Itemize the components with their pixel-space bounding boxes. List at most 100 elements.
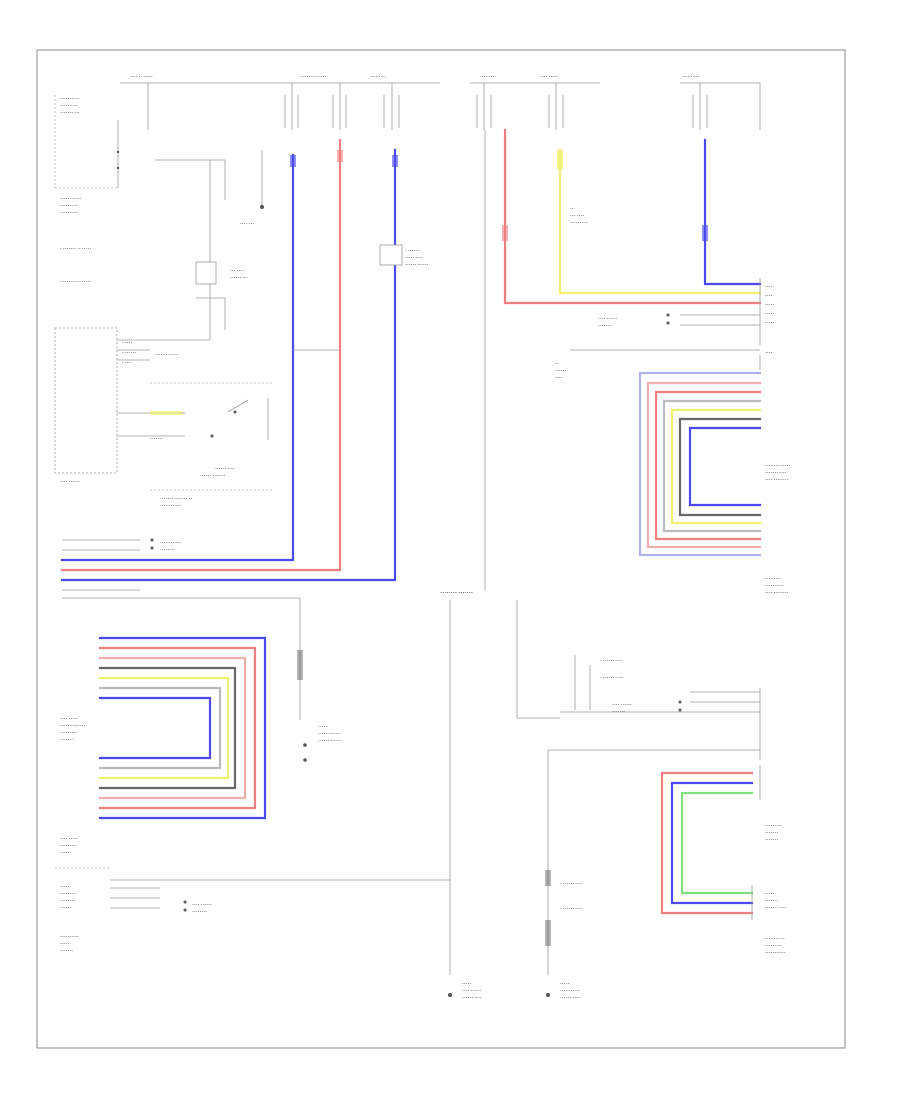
svg-text:•••••: ••••• bbox=[60, 885, 70, 889]
svg-text:•••••• •••: •••••• ••• bbox=[570, 221, 588, 225]
svg-text:•••••: ••••• bbox=[60, 851, 70, 855]
svg-text:•••• ••••: •••• •••• bbox=[765, 577, 781, 581]
svg-text:••••••: •••••• bbox=[555, 369, 566, 373]
svg-text:•••• ••••••: •••• •••••• bbox=[192, 903, 212, 907]
svg-text:•••••••: ••••••• bbox=[612, 710, 625, 714]
svg-text:•••••: ••••• bbox=[60, 942, 70, 946]
svg-text:•••••• •••••••: •••••• ••••••• bbox=[200, 474, 226, 478]
svg-text:••••••• ••: ••••••• •• bbox=[60, 204, 78, 208]
svg-text:••• ••••: ••• •••• bbox=[570, 214, 584, 218]
svg-text:•••• •••••••••: •••• ••••••••• bbox=[765, 464, 791, 468]
svg-text:••••• ••••: ••••• •••• bbox=[60, 104, 78, 108]
svg-text:•••••: ••••• bbox=[318, 725, 328, 729]
svg-text:•••••• ••••: •••••• •••• bbox=[560, 996, 580, 1000]
svg-text:••• ••••: ••• •••• bbox=[230, 269, 244, 273]
center-junction: •••••••• ••••••• ••••• •••• •••••• •••••… bbox=[410, 130, 560, 1000]
svg-text:•••• ••••••••: •••• •••••••• bbox=[765, 591, 789, 595]
svg-text:•••• •••: •••• ••• bbox=[240, 222, 254, 226]
svg-text:••••: •••• bbox=[765, 285, 773, 289]
svg-text:•••• •••••••: •••• ••••••• bbox=[160, 541, 182, 545]
svg-text:••••••••••: •••••••••• bbox=[60, 97, 79, 101]
svg-text:••••••••: •••••••• bbox=[192, 910, 207, 914]
svg-text:••: •• bbox=[555, 362, 559, 366]
svg-text:••••: •••• bbox=[765, 351, 773, 355]
svg-text:•••••••••: ••••••••• bbox=[765, 824, 782, 828]
svg-text:•••••: ••••• bbox=[765, 303, 775, 307]
svg-text:•••••• ••••: •••••• •••• bbox=[462, 996, 482, 1000]
svg-text:•••••••••••: ••••••••••• bbox=[765, 951, 786, 955]
svg-text:•••• ••••••: •••• •••••• bbox=[462, 989, 482, 993]
right-middle-harness: •••• ••••••••• ••••••• •••• •••• •••••••… bbox=[638, 371, 791, 595]
svg-text:•••• ••••: •••• •••• bbox=[370, 75, 386, 79]
svg-text:•••••• ••••••: •••••• •••••• bbox=[405, 263, 429, 267]
svg-text:•••• ••••••: •••• •••••• bbox=[598, 317, 618, 321]
svg-text:•••• •••••: •••• ••••• bbox=[60, 717, 78, 721]
right-top-wires: •• ••• •••• •••••• ••• •••• •••••• •••••… bbox=[502, 128, 775, 380]
svg-text:•••••: ••••• bbox=[560, 982, 570, 986]
svg-text:•••• •••••••: •••• ••••••• bbox=[160, 504, 182, 508]
svg-text:••••• ••••: ••••• •••• bbox=[60, 211, 78, 215]
svg-text:•••••• •••••: •••••• ••••• bbox=[60, 197, 82, 201]
top-power-rail: •••• •• ••••• ••• ••••• ••••• •••• •••• … bbox=[120, 75, 761, 130]
top-left-component: •••••••••• ••••• •••• ••••••• ••• ••••••… bbox=[54, 95, 120, 284]
svg-text:•••••: ••••• bbox=[462, 982, 472, 986]
svg-text:•••• •••••: •••• ••••• bbox=[540, 75, 558, 79]
svg-text:•••••• ••••: •••••• •••• bbox=[215, 467, 235, 471]
svg-text:••• ••••• •••••: ••• ••••• ••••• bbox=[300, 75, 327, 79]
svg-text:• ••••••• •• •••••: • ••••••• •• ••••• bbox=[60, 247, 91, 251]
svg-text:•••••••••: ••••••••• bbox=[765, 944, 782, 948]
svg-text:•••••••: ••••••• bbox=[765, 831, 778, 835]
svg-text:• •••••• ••••: • •••••• •••• bbox=[600, 676, 623, 680]
svg-text:••••• ••••••: ••••• •••••• bbox=[318, 732, 340, 736]
svg-text:•••• ••••••••: •••• •••••••• bbox=[155, 353, 179, 357]
svg-text:•••••••: ••••••• bbox=[765, 899, 778, 903]
svg-text:•••• ••••••••: •••• •••••••• bbox=[765, 478, 789, 482]
svg-text:•••••••: ••••••• bbox=[60, 738, 73, 742]
svg-text:•••• •••••: •••• ••••• bbox=[60, 837, 78, 841]
left-control-unit: • •••• • •••••• • ••• •••• •••••••• ••••… bbox=[54, 327, 210, 484]
diagram-frame bbox=[36, 49, 846, 1049]
svg-text:•••••• ••••••: •••••• •••••• bbox=[318, 739, 342, 743]
svg-text:••••••••••: •••••••••• bbox=[765, 584, 784, 588]
svg-text:••••••• ••••••• ••: ••••••• ••••••• •• bbox=[160, 497, 192, 501]
svg-text:•••• ••••••: •••• •••••• bbox=[765, 937, 785, 941]
right-lower-section: • •••••• •••• • •••••• •••• •••• •••••• … bbox=[545, 655, 761, 1000]
svg-text:•••••• •••••: •••••• ••••• bbox=[765, 906, 787, 910]
svg-text:••••• ••••: ••••• •••• bbox=[405, 256, 423, 260]
svg-text:• •••••• ••••: • •••••• •••• bbox=[560, 907, 583, 911]
svg-text:• ••••: • •••• bbox=[122, 341, 133, 345]
svg-text:•••• ••••••: •••• •••••• bbox=[60, 480, 80, 484]
svg-text:•••• ••••: •••• •••• bbox=[480, 75, 496, 79]
svg-text:•••••••••: ••••••••• bbox=[60, 844, 77, 848]
svg-text:••••• ••••••••: ••••• •••••••• bbox=[60, 724, 86, 728]
svg-text:•••••: ••••• bbox=[765, 312, 775, 316]
svg-text:•••••••: ••••••• bbox=[765, 838, 778, 842]
svg-text:••••••••: •••••••• bbox=[160, 548, 175, 552]
bottom-left-component: ••••• •••••••• •••••••• •••••• •••• ••••… bbox=[55, 867, 410, 953]
svg-text:••••: •••• bbox=[765, 294, 773, 298]
svg-text:••••••••: •••••••• bbox=[60, 892, 75, 896]
left-connector-block: •••• ••••••• •••••••• ••••• ••••• ••••••… bbox=[62, 538, 342, 762]
svg-text:•••• ••••••: •••• •••••• bbox=[612, 703, 632, 707]
svg-text:•••••••: ••••••• bbox=[150, 437, 163, 441]
svg-text:••••••: •••••• bbox=[60, 906, 71, 910]
main-wires-top: • •••••• ••••• •••• •••••• •••••• bbox=[60, 138, 429, 582]
svg-text:• ••••••• •• •••••: • ••••••• •• ••••• bbox=[60, 280, 91, 284]
svg-text:•••••••• •••••••: •••••••• ••••••• bbox=[440, 591, 473, 595]
svg-text:••••••• •••: ••••••• ••• bbox=[60, 111, 80, 115]
svg-text:•••••••: ••••••• bbox=[60, 949, 73, 953]
svg-text:•••••••••: ••••••••• bbox=[60, 731, 77, 735]
svg-text:•••••• •••: •••••• ••• bbox=[230, 276, 248, 280]
svg-text:• •••••• ••••: • •••••• •••• bbox=[560, 882, 583, 886]
svg-text:•••••••: ••••••• bbox=[598, 324, 611, 328]
svg-text:•••• •••••: •••• ••••• bbox=[682, 75, 700, 79]
svg-text:••••: •••• bbox=[555, 376, 563, 380]
lower-left-harness: •••• ••••• ••••• •••••••• ••••••••• ••••… bbox=[60, 636, 267, 855]
svg-text:•••••: ••••• bbox=[765, 892, 775, 896]
svg-text:•••• ••••••: •••• •••••• bbox=[560, 989, 580, 993]
svg-text:• ••••••: • •••••• bbox=[122, 351, 136, 355]
svg-text:• •••: • ••• bbox=[122, 361, 131, 365]
svg-text:•••• •• •••••: •••• •• ••••• bbox=[130, 75, 153, 79]
svg-text:• ••••••: • •••••• bbox=[405, 249, 419, 253]
